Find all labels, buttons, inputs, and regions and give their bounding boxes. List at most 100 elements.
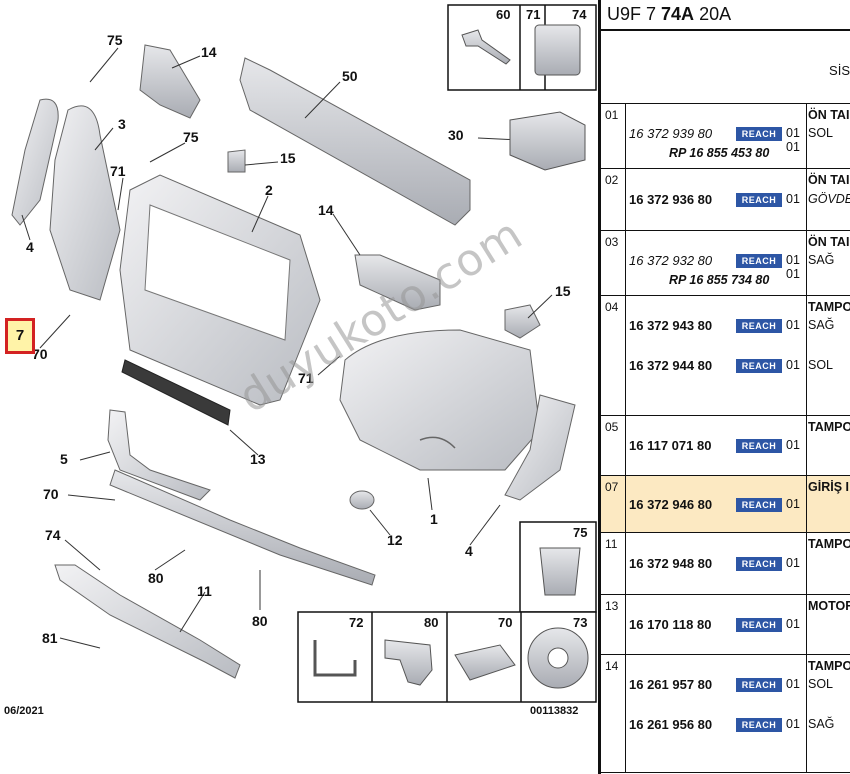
part-side: GÖVDE — [808, 192, 850, 206]
column-divider — [806, 104, 807, 168]
part-side: SOL — [808, 358, 834, 372]
callout-80[interactable]: 80 — [252, 613, 268, 629]
callout-15[interactable]: 15 — [280, 150, 296, 166]
column-divider — [625, 169, 626, 230]
quantity: 01 — [786, 617, 800, 631]
callout-12[interactable]: 12 — [387, 532, 403, 548]
callout-5[interactable]: 5 — [60, 451, 68, 467]
callout-13[interactable]: 13 — [250, 451, 266, 467]
part-4-left-arch — [11, 98, 59, 226]
replacement-part-number[interactable]: RP 16 855 453 80 — [669, 146, 770, 160]
inset-clip-74 — [534, 24, 581, 76]
callout-2[interactable]: 2 — [265, 182, 273, 198]
part-number[interactable]: 16 372 943 80 — [629, 318, 713, 333]
part-number[interactable]: 16 372 936 80 — [629, 192, 713, 207]
reach-badge: REACH — [736, 359, 782, 373]
callout-7-selected[interactable]: 7 — [5, 318, 35, 354]
part-number[interactable]: 16 261 956 80 — [629, 717, 713, 732]
part-number[interactable]: 16 372 948 80 — [629, 556, 713, 571]
callout-50[interactable]: 50 — [342, 68, 358, 84]
inset-label-73: 73 — [573, 615, 588, 630]
inset-box-bottom — [297, 611, 597, 703]
table-subheader: SİS — [601, 31, 850, 104]
quantity: 01 — [786, 267, 800, 281]
column-divider — [625, 655, 626, 772]
column-divider — [806, 231, 807, 295]
callout-15[interactable]: 15 — [555, 283, 571, 299]
callout-75[interactable]: 75 — [107, 32, 123, 48]
part-side: SAĞ — [808, 318, 835, 332]
callout-3[interactable]: 3 — [118, 116, 126, 132]
inset-label-70: 70 — [498, 615, 513, 630]
inset-label-75: 75 — [573, 525, 588, 540]
part-number[interactable]: 16 372 944 80 — [629, 358, 713, 373]
column-divider — [625, 476, 626, 532]
part-number[interactable]: 16 117 071 80 — [629, 438, 712, 453]
callout-14[interactable]: 14 — [201, 44, 217, 60]
row-index: 02 — [605, 173, 619, 187]
callout-14[interactable]: 14 — [318, 202, 334, 218]
quantity: 01 — [786, 677, 800, 691]
callout-74[interactable]: 74 — [45, 527, 61, 543]
quantity: 01 — [786, 318, 800, 332]
reach-badge: REACH — [736, 618, 782, 632]
inset-nut-70 — [454, 644, 516, 681]
callout-75[interactable]: 75 — [183, 129, 199, 145]
reach-badge: REACH — [736, 439, 782, 453]
part-number[interactable]: 16 372 932 80 — [629, 253, 713, 268]
replacement-part-number[interactable]: RP 16 855 734 80 — [669, 273, 770, 287]
callout-1[interactable]: 1 — [430, 511, 438, 527]
diagram-date: 06/2021 — [4, 705, 44, 717]
reach-badge: REACH — [736, 193, 782, 207]
inset-label-74: 74 — [572, 7, 587, 22]
callout-71[interactable]: 71 — [110, 163, 126, 179]
callout-11[interactable]: 11 — [197, 583, 212, 599]
exploded-parts-diagram: 75 14 50 3 75 71 15 2 30 4 14 70 15 71 1… — [4, 4, 597, 717]
part-description: MOTOF — [808, 599, 850, 613]
callout-71[interactable]: 71 — [298, 370, 314, 386]
callout-80[interactable]: 80 — [148, 570, 164, 586]
part-number[interactable]: 16 372 946 80 — [629, 496, 713, 512]
callout-4[interactable]: 4 — [26, 239, 34, 255]
column-divider — [806, 169, 807, 230]
part-number[interactable]: 16 372 939 80 — [629, 126, 713, 141]
part-side: SAĞ — [808, 717, 835, 731]
part-number[interactable]: 16 261 957 80 — [629, 677, 713, 692]
column-divider — [806, 296, 807, 415]
part-number[interactable]: 16 170 118 80 — [629, 617, 712, 632]
column-divider — [806, 533, 807, 594]
part-side: SAĞ — [808, 253, 835, 267]
part-14-upper-bracket — [139, 44, 201, 119]
part-11-skid-plate — [54, 564, 241, 679]
column-divider — [625, 416, 626, 475]
part-50-impact-beam — [239, 57, 471, 226]
callout-81[interactable]: 81 — [42, 630, 58, 646]
part-14-lower-bracket — [354, 254, 441, 311]
callout-70[interactable]: 70 — [32, 346, 48, 362]
column-divider — [806, 416, 807, 475]
inset-clip-75 — [539, 547, 581, 596]
inset-label-71: 71 — [526, 7, 541, 22]
diagram-ref: 00113832 — [530, 705, 579, 717]
inset-rivet-60 — [461, 29, 511, 65]
column-divider — [625, 104, 626, 168]
callout-30[interactable]: 30 — [448, 127, 464, 143]
inset-screw-80 — [384, 639, 433, 686]
callout-70[interactable]: 70 — [43, 486, 59, 502]
part-description: TAMPO — [808, 537, 850, 551]
row-index: 04 — [605, 300, 619, 314]
column-divider — [806, 595, 807, 654]
row-index: 11 — [605, 537, 618, 551]
callout-4[interactable]: 4 — [465, 543, 473, 559]
